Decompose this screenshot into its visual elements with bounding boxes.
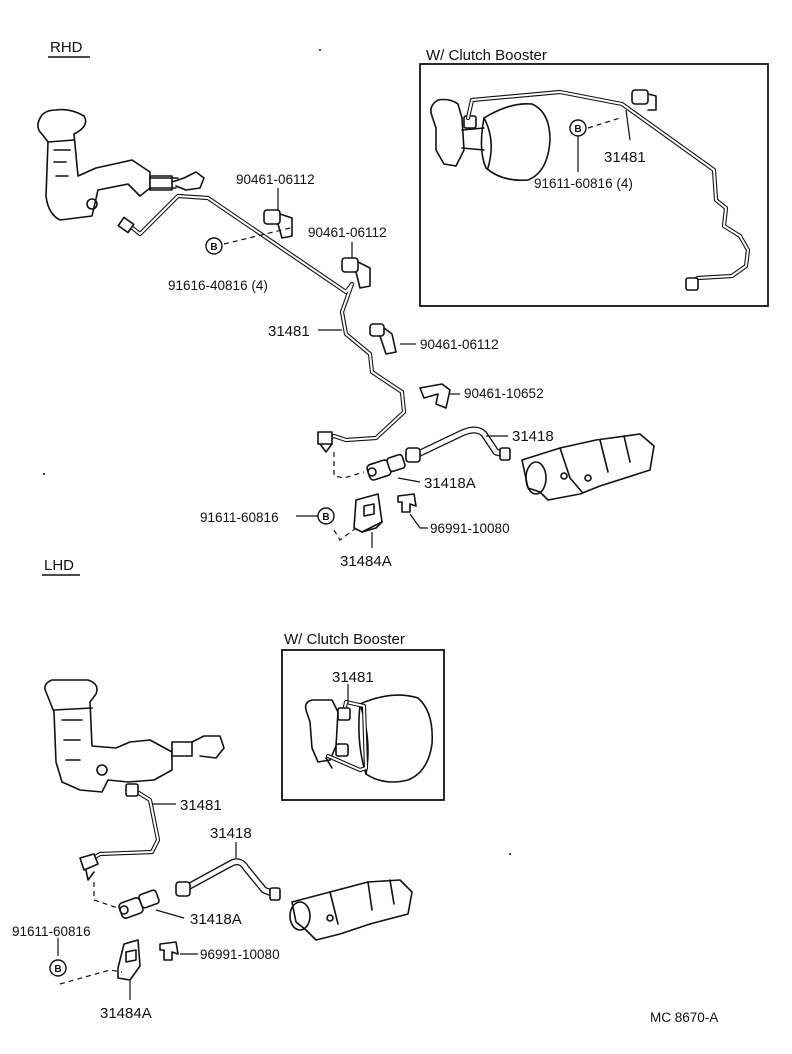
rhd-assembly-line-union — [333, 452, 365, 479]
rhd-clutch-tube — [117, 193, 407, 453]
rhd-bracket — [353, 493, 383, 533]
lhd-bracket — [117, 939, 141, 981]
rhd-inset-label-bolt: 91611-60816 (4) — [534, 176, 633, 191]
rhd-label-hose: 31418 — [512, 428, 554, 445]
rhd-master-cylinder — [37, 108, 205, 221]
lhd-flex-hose — [175, 858, 281, 901]
rhd-clip — [397, 493, 417, 513]
rhd-assembly-line-bolt — [333, 527, 357, 541]
rhd-inset-title: W/ Clutch Booster — [426, 47, 547, 64]
lhd-release-cylinder — [289, 879, 413, 941]
lhd-bolt-marker: B — [49, 959, 67, 977]
rhd-release-cylinder — [521, 433, 655, 501]
lhd-label-union: 31418A — [190, 911, 242, 928]
rhd-inset-assembly-line — [587, 117, 621, 129]
svg-text:B: B — [54, 964, 61, 975]
rhd-label-union: 31418A — [424, 475, 476, 492]
lhd-clip — [159, 941, 179, 961]
rhd-clamp-c — [369, 323, 397, 355]
speck — [43, 473, 45, 475]
lhd-label-bracket: 31484A — [100, 1005, 152, 1022]
rhd-inset-label-tube: 31481 — [604, 149, 646, 166]
rhd-clamp-a — [263, 209, 293, 239]
speck — [319, 49, 321, 51]
lhd-clutch-booster-inset: W/ Clutch Booster 31481 — [281, 631, 445, 801]
lhd-label-clip: 96991-10080 — [200, 947, 280, 962]
rhd-label-clip: 96991-10080 — [430, 521, 510, 536]
svg-text:B: B — [210, 242, 217, 253]
rhd-bracket-clamp — [419, 383, 451, 409]
rhd-label-bracket-clamp: 90461-10652 — [464, 386, 544, 401]
rhd-clutch-booster-inset: W/ Clutch Booster B 31481 91611-60816 (4… — [419, 47, 769, 307]
rhd-clamp-b — [341, 257, 371, 289]
lhd-assembly-line-union — [93, 882, 119, 909]
svg-text:B: B — [322, 512, 329, 523]
rhd-bolt-marker: B — [317, 507, 335, 525]
figure-code: MC 8670-A — [650, 1010, 718, 1025]
rhd-label-clamp-b: 90461-06112 — [308, 225, 387, 240]
rhd-label-clamp-a: 90461-06112 — [236, 172, 315, 187]
rhd-flex-hose — [405, 426, 511, 463]
lhd-clutch-tube — [79, 783, 161, 881]
rhd-bolt-b-marker: B — [205, 237, 223, 255]
rhd-label-bolt: 91611-60816 — [200, 510, 279, 525]
rhd-section: RHD — [37, 39, 655, 570]
rhd-union — [366, 453, 406, 481]
lhd-section: LHD — [12, 557, 413, 1022]
svg-text:B: B — [574, 124, 581, 135]
lhd-assembly-line-bolt — [59, 969, 123, 985]
lhd-inset-label-tube: 31481 — [332, 669, 374, 686]
rhd-label-bolt-b: 91616-40816 (4) — [168, 278, 268, 293]
lhd-heading: LHD — [44, 557, 74, 574]
speck — [509, 853, 511, 855]
rhd-assembly-line-bolt-b — [223, 227, 291, 245]
rhd-inset-bolt-marker: B — [569, 119, 587, 137]
lhd-label-tube: 31481 — [180, 797, 222, 814]
lhd-union — [118, 889, 160, 919]
rhd-heading: RHD — [50, 39, 83, 56]
lhd-inset-title: W/ Clutch Booster — [284, 631, 405, 648]
lhd-label-bolt: 91611-60816 — [12, 924, 91, 939]
rhd-label-bracket: 31484A — [340, 553, 392, 570]
lhd-label-hose: 31418 — [210, 825, 252, 842]
rhd-label-clamp-c: 90461-06112 — [420, 337, 499, 352]
lhd-master-cylinder — [44, 679, 225, 793]
rhd-label-tube: 31481 — [268, 323, 310, 340]
